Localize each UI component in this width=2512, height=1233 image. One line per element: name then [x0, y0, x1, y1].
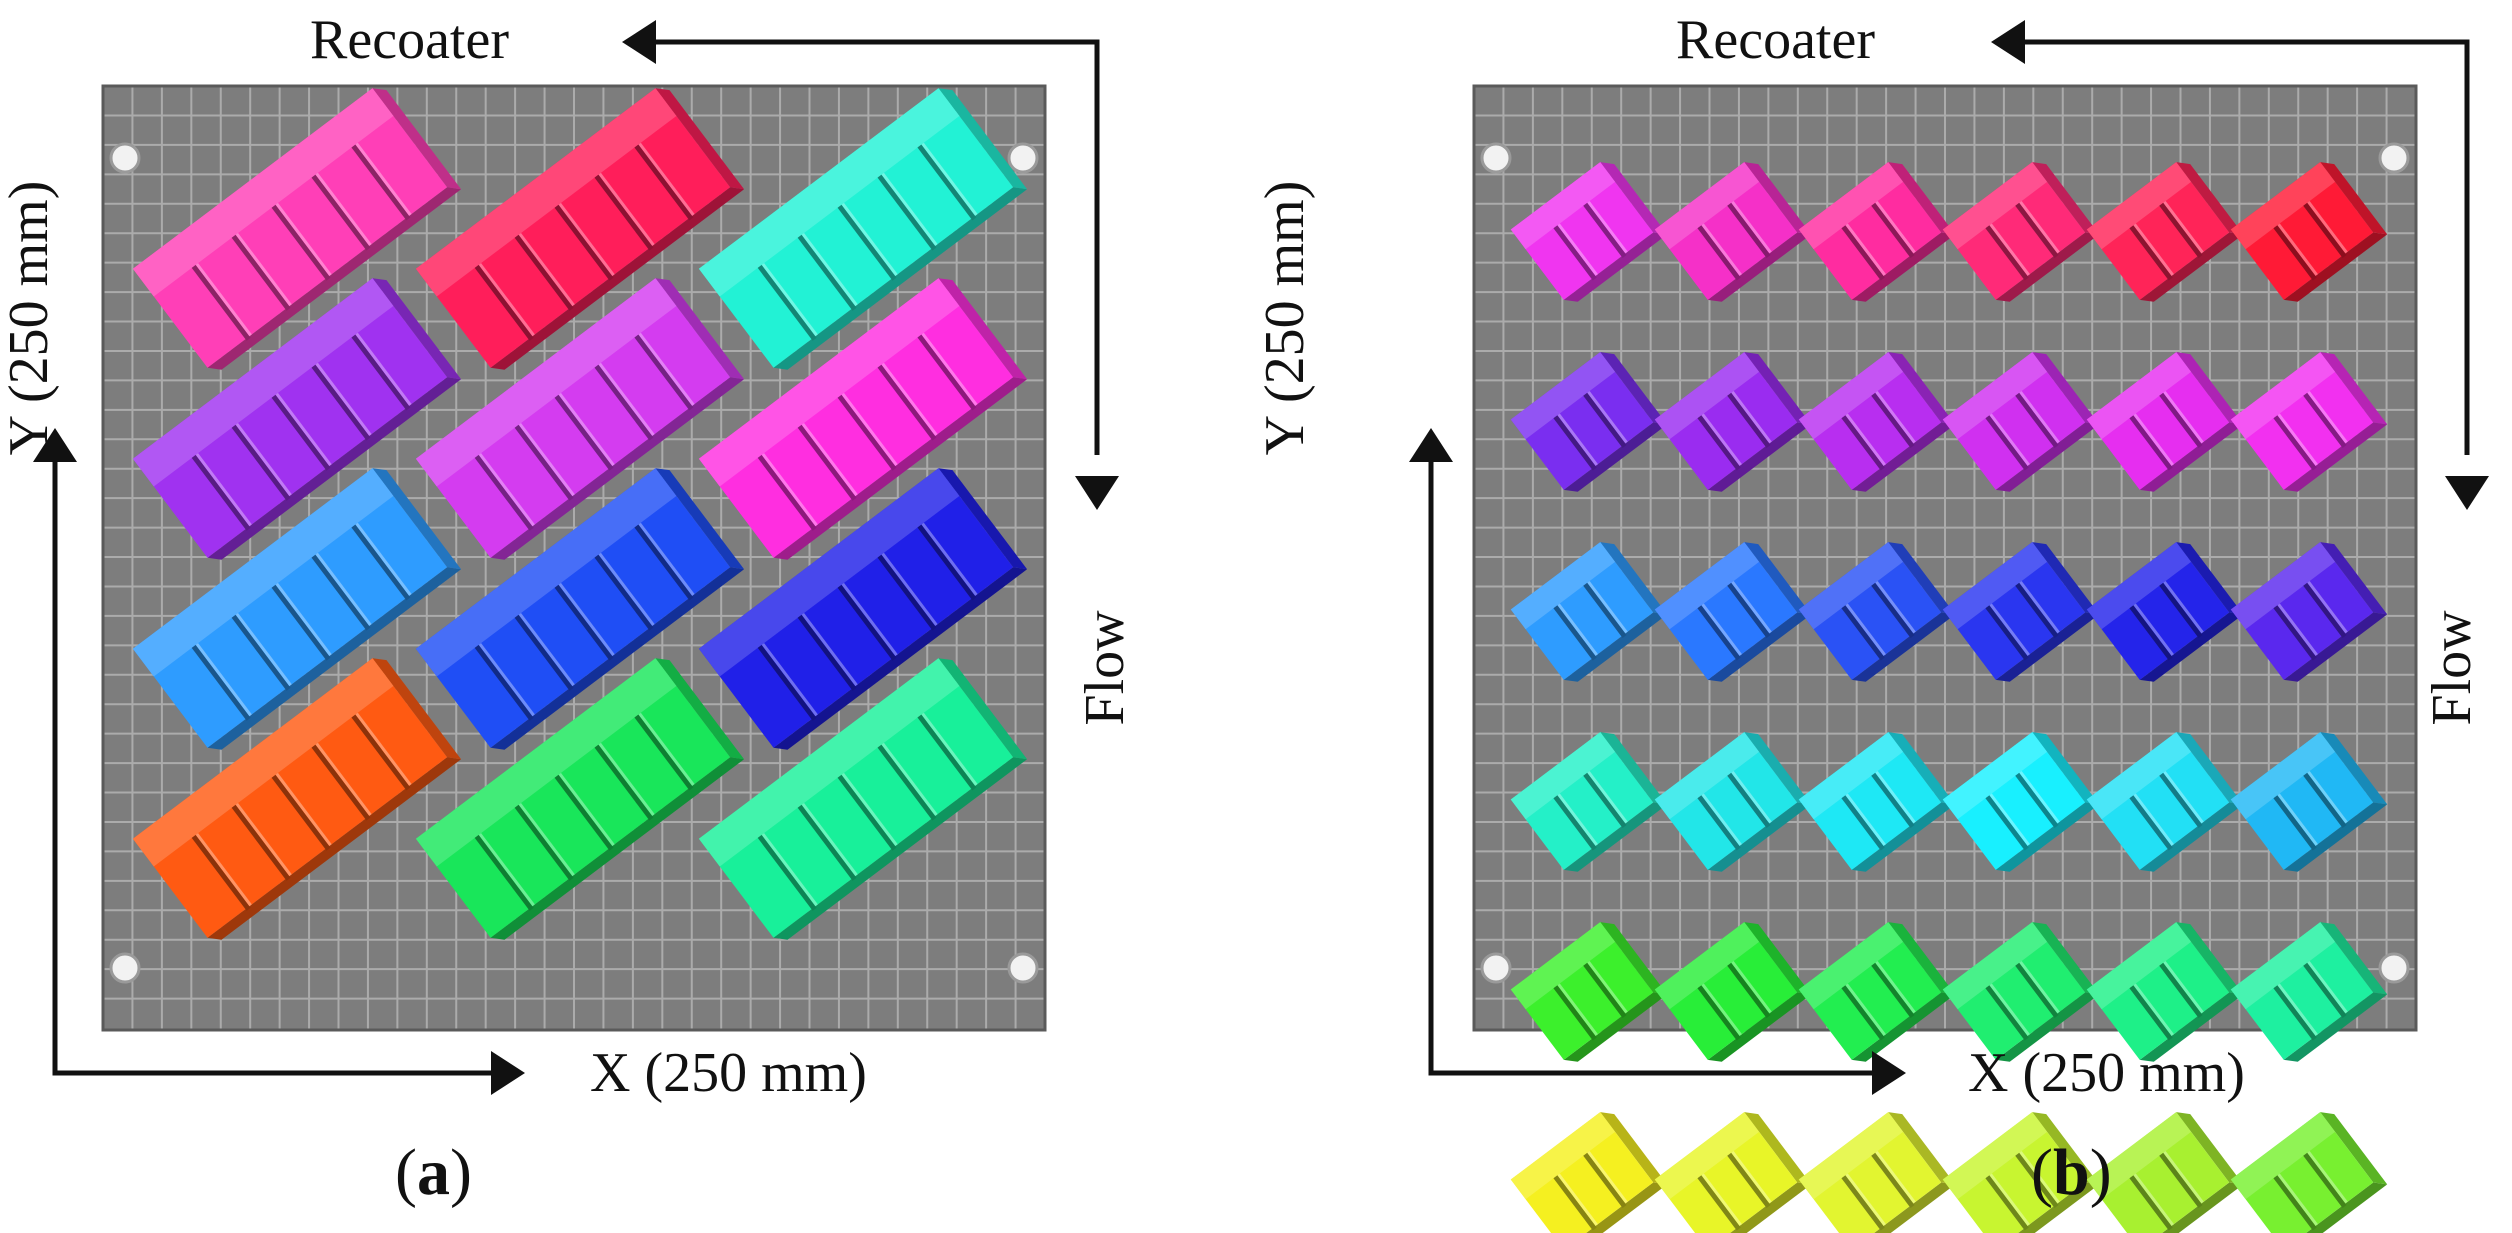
- recoater-arrowhead: [1991, 20, 2025, 64]
- recoater-arrowhead: [622, 20, 656, 64]
- test-part: [1798, 352, 1956, 492]
- test-part: [1942, 732, 2100, 872]
- test-part: [2230, 1112, 2388, 1233]
- plate-border: [1472, 84, 2418, 1032]
- test-part: [1798, 922, 1956, 1062]
- test-part: [1654, 1112, 1812, 1233]
- test-part: [1654, 352, 1812, 492]
- test-part: [2086, 922, 2244, 1062]
- test-part: [2086, 1112, 2244, 1233]
- test-part: [1942, 162, 2100, 302]
- flow-label: Flow: [1074, 610, 1136, 726]
- test-part: [132, 468, 462, 750]
- panel-caption: (b): [2031, 1136, 2112, 1209]
- test-part: [1942, 922, 2100, 1062]
- test-part: [698, 658, 1028, 940]
- test-part: [1942, 1112, 2100, 1233]
- test-part: [415, 658, 745, 940]
- mount-hole: [1007, 142, 1039, 174]
- axes-arrow-line: [1428, 460, 1876, 1076]
- parts-layer: [132, 88, 1028, 940]
- x-axis-label: X (250 mm): [1968, 1042, 2245, 1104]
- test-part: [2230, 922, 2388, 1062]
- test-part: [1654, 922, 1812, 1062]
- parts-layer: [1510, 162, 2388, 1233]
- axes-arrow-line: [52, 460, 495, 1076]
- flow-arrowhead: [1075, 476, 1119, 510]
- mount-hole: [1007, 952, 1039, 984]
- test-part: [698, 278, 1028, 560]
- test-part: [132, 278, 462, 560]
- test-part: [2230, 542, 2388, 682]
- test-part: [2230, 352, 2388, 492]
- test-part: [2086, 732, 2244, 872]
- test-part: [1654, 162, 1812, 302]
- plate-border: [101, 84, 1047, 1032]
- test-part: [1798, 1112, 1956, 1233]
- recoater-label: Recoater: [1676, 9, 1875, 71]
- test-part: [698, 468, 1028, 750]
- test-part: [698, 88, 1028, 370]
- y-axis-label: Y (250 mm): [1254, 180, 1316, 456]
- test-part: [415, 88, 745, 370]
- test-part: [2230, 162, 2388, 302]
- test-part: [1798, 732, 1956, 872]
- test-part: [1510, 732, 1668, 872]
- test-part: [1798, 162, 1956, 302]
- test-part: [2086, 162, 2244, 302]
- flow-label: Flow: [2421, 610, 2483, 726]
- flow-arrowhead: [2445, 476, 2489, 510]
- panel-a-graphic: [33, 20, 1119, 1095]
- mount-hole: [2378, 952, 2410, 984]
- test-part: [2086, 352, 2244, 492]
- y-axis-arrowhead: [33, 428, 77, 462]
- mount-hole: [2378, 142, 2410, 174]
- recoater-flow-arrow-line: [652, 39, 1100, 455]
- mount-hole: [109, 952, 141, 984]
- test-part: [132, 658, 462, 940]
- test-part: [1942, 352, 2100, 492]
- panel-a: Recoater X (250 mm) Y (250 mm) Flow (a): [0, 9, 1136, 1209]
- recoater-label: Recoater: [310, 9, 509, 71]
- test-part: [132, 88, 462, 370]
- mount-hole: [1480, 952, 1512, 984]
- test-part: [1942, 542, 2100, 682]
- test-part: [2086, 542, 2244, 682]
- test-part: [415, 468, 745, 750]
- panel-caption: (a): [395, 1136, 472, 1209]
- test-part: [1654, 542, 1812, 682]
- x-axis-arrowhead: [491, 1051, 525, 1095]
- panel-b-graphic: [1409, 20, 2489, 1233]
- x-axis-label: X (250 mm): [590, 1042, 867, 1104]
- test-part: [2230, 732, 2388, 872]
- x-axis-arrowhead: [1872, 1051, 1906, 1095]
- test-part: [1510, 922, 1668, 1062]
- test-part: [1798, 542, 1956, 682]
- recoater-flow-arrow-line: [2021, 39, 2470, 455]
- panel-b: Recoater X (250 mm) Y (250 mm) Flow (b): [1254, 0, 2512, 1233]
- test-part: [1510, 352, 1668, 492]
- test-part: [1654, 732, 1812, 872]
- test-part: [1510, 542, 1668, 682]
- test-part: [1510, 1112, 1668, 1233]
- test-part: [415, 278, 745, 560]
- test-part: [1510, 162, 1668, 302]
- y-axis-arrowhead: [1409, 428, 1453, 462]
- mount-hole: [109, 142, 141, 174]
- y-axis-label: Y (250 mm): [0, 180, 60, 456]
- mount-hole: [1480, 142, 1512, 174]
